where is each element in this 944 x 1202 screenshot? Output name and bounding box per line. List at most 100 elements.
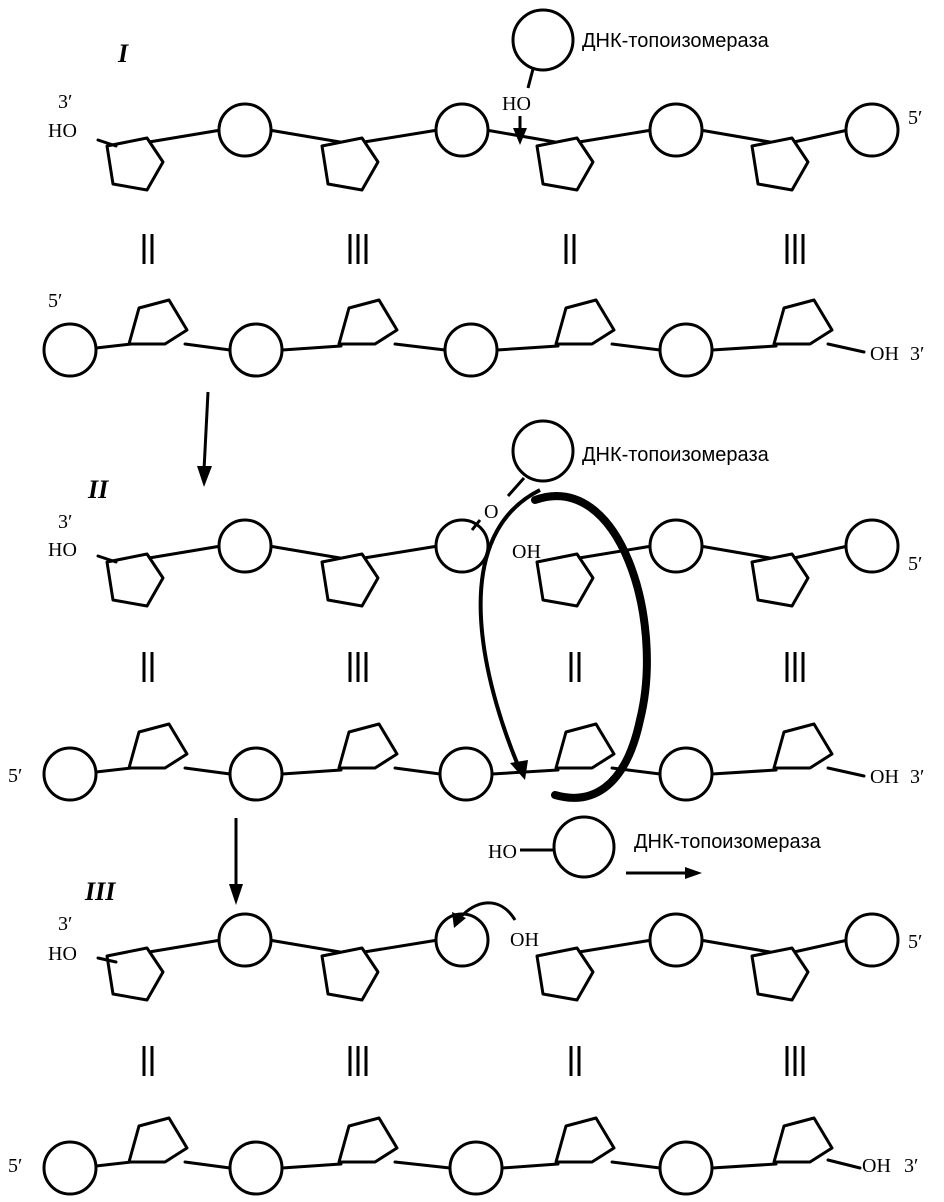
hydroxyl-bond — [96, 138, 118, 148]
phosphate-circle — [844, 912, 900, 968]
backbone-bond — [792, 938, 850, 954]
stage1-bottom-5prime: 5′ — [48, 290, 62, 312]
backbone-bond — [267, 938, 342, 954]
transition-arrow-2-head — [229, 884, 243, 905]
sugar-ring — [772, 298, 834, 346]
phosphate-circle — [443, 322, 499, 378]
stage1-top-5prime: 5′ — [908, 107, 922, 129]
sugar-ring — [535, 946, 595, 1002]
sugar-ring — [127, 1116, 189, 1164]
stage2-bottom-3prime: 3′ — [910, 766, 924, 788]
sugar-ring — [554, 298, 616, 346]
hydroxyl-bond — [826, 1158, 862, 1170]
stage2-top-ho: HO — [48, 539, 77, 561]
sugar-ring — [337, 1116, 399, 1164]
backbone-bond — [577, 938, 654, 954]
phosphate-circle — [648, 518, 704, 574]
backbone-bond — [495, 344, 560, 352]
phosphate-circle — [228, 746, 284, 802]
stage2-top-strand — [96, 518, 900, 608]
stage2-enzyme-bond-lower — [470, 519, 482, 531]
stage1-base-pairs — [142, 234, 805, 264]
backbone-bond — [183, 342, 232, 352]
backbone-bond — [393, 1160, 452, 1170]
phosphate-circle — [658, 746, 714, 802]
stage2-enzyme-bond-upper — [506, 477, 526, 497]
stage2-top-3prime: 3′ — [58, 511, 72, 533]
stage2-top-5prime: 5′ — [908, 553, 922, 575]
stage1-top-3prime: 3′ — [58, 91, 72, 113]
transition-arrow-1-head — [197, 466, 212, 487]
backbone-bond — [362, 938, 440, 954]
backbone-bond — [183, 766, 232, 776]
backbone-bond — [267, 128, 342, 144]
backbone-bond — [280, 768, 343, 776]
stage3-bottom-3prime: 3′ — [904, 1155, 918, 1177]
backbone-bond — [362, 544, 440, 560]
backbone-bond — [393, 342, 447, 352]
sugar-ring — [535, 136, 595, 192]
stage2-bridge-o: O — [484, 501, 498, 523]
backbone-bond — [577, 544, 654, 560]
backbone-bond — [280, 344, 343, 352]
stage2-enzyme-label: ДНК-топоизомераза — [582, 444, 770, 466]
transition-arrow-1-shaft — [202, 391, 210, 471]
phosphate-circle — [228, 1140, 284, 1196]
sugar-ring — [535, 552, 595, 608]
backbone-bond — [577, 128, 654, 144]
phosphate-circle — [448, 1140, 504, 1196]
stage1-top-strand — [96, 102, 900, 192]
phosphate-circle — [217, 102, 273, 158]
sugar-ring — [554, 1116, 616, 1164]
backbone-bond — [698, 938, 772, 954]
released-enzyme-circle — [552, 815, 616, 879]
stage1-bottom-strand — [42, 298, 866, 378]
sugar-ring — [750, 946, 810, 1002]
stage2-bottom-5prime: 5′ — [8, 765, 22, 787]
backbone-bond — [94, 342, 133, 350]
backbone-bond — [610, 342, 662, 352]
stage3-top-3prime: 3′ — [58, 913, 72, 935]
strand-passage-loop — [531, 492, 651, 802]
stage2-free-oh: OH — [512, 541, 541, 563]
phosphate-circle — [42, 1140, 98, 1196]
sugar-ring — [337, 298, 399, 346]
backbone-bond — [710, 1162, 778, 1170]
stage2-bottom-oh: OH — [870, 766, 899, 788]
hydroxyl-bond — [96, 956, 118, 964]
backbone-bond — [393, 766, 442, 776]
backbone-bond — [710, 344, 778, 352]
stage3-top-strand — [96, 912, 900, 1002]
stage2-enzyme-circle — [511, 419, 575, 483]
stage3-bottom-oh: OH — [862, 1155, 891, 1177]
strand-passage-arrowhead — [510, 760, 528, 780]
stage3-top-5prime: 5′ — [908, 931, 922, 953]
stage1-bottom-3prime: 3′ — [910, 343, 924, 365]
backbone-bond — [792, 544, 850, 560]
stage1-top-ho: HO — [48, 120, 77, 142]
backbone-bond — [500, 1162, 560, 1170]
sugar-ring — [750, 552, 810, 608]
stage3-bottom-5prime: 5′ — [8, 1155, 22, 1177]
phosphate-circle — [648, 912, 704, 968]
backbone-bond — [183, 1160, 232, 1170]
hydroxyl-bond — [96, 554, 118, 564]
religation-arrow-curve — [458, 901, 517, 921]
backbone-bond — [698, 544, 772, 560]
backbone-bond — [280, 1162, 343, 1170]
hydroxyl-bond — [826, 766, 866, 778]
released-enzyme-ho: HO — [488, 841, 517, 863]
phosphate-circle — [217, 912, 273, 968]
stage1-enzyme-ho: HO — [502, 93, 531, 115]
stage2-bottom-strand — [42, 722, 866, 802]
phosphate-circle — [844, 518, 900, 574]
backbone-bond — [147, 544, 223, 560]
backbone-bond — [147, 128, 223, 144]
sugar-ring — [105, 136, 165, 192]
stage1-enzyme-circle — [511, 8, 575, 72]
backbone-bond — [362, 128, 440, 144]
sugar-ring — [127, 298, 189, 346]
phosphate-circle — [228, 322, 284, 378]
phosphate-circle — [658, 322, 714, 378]
